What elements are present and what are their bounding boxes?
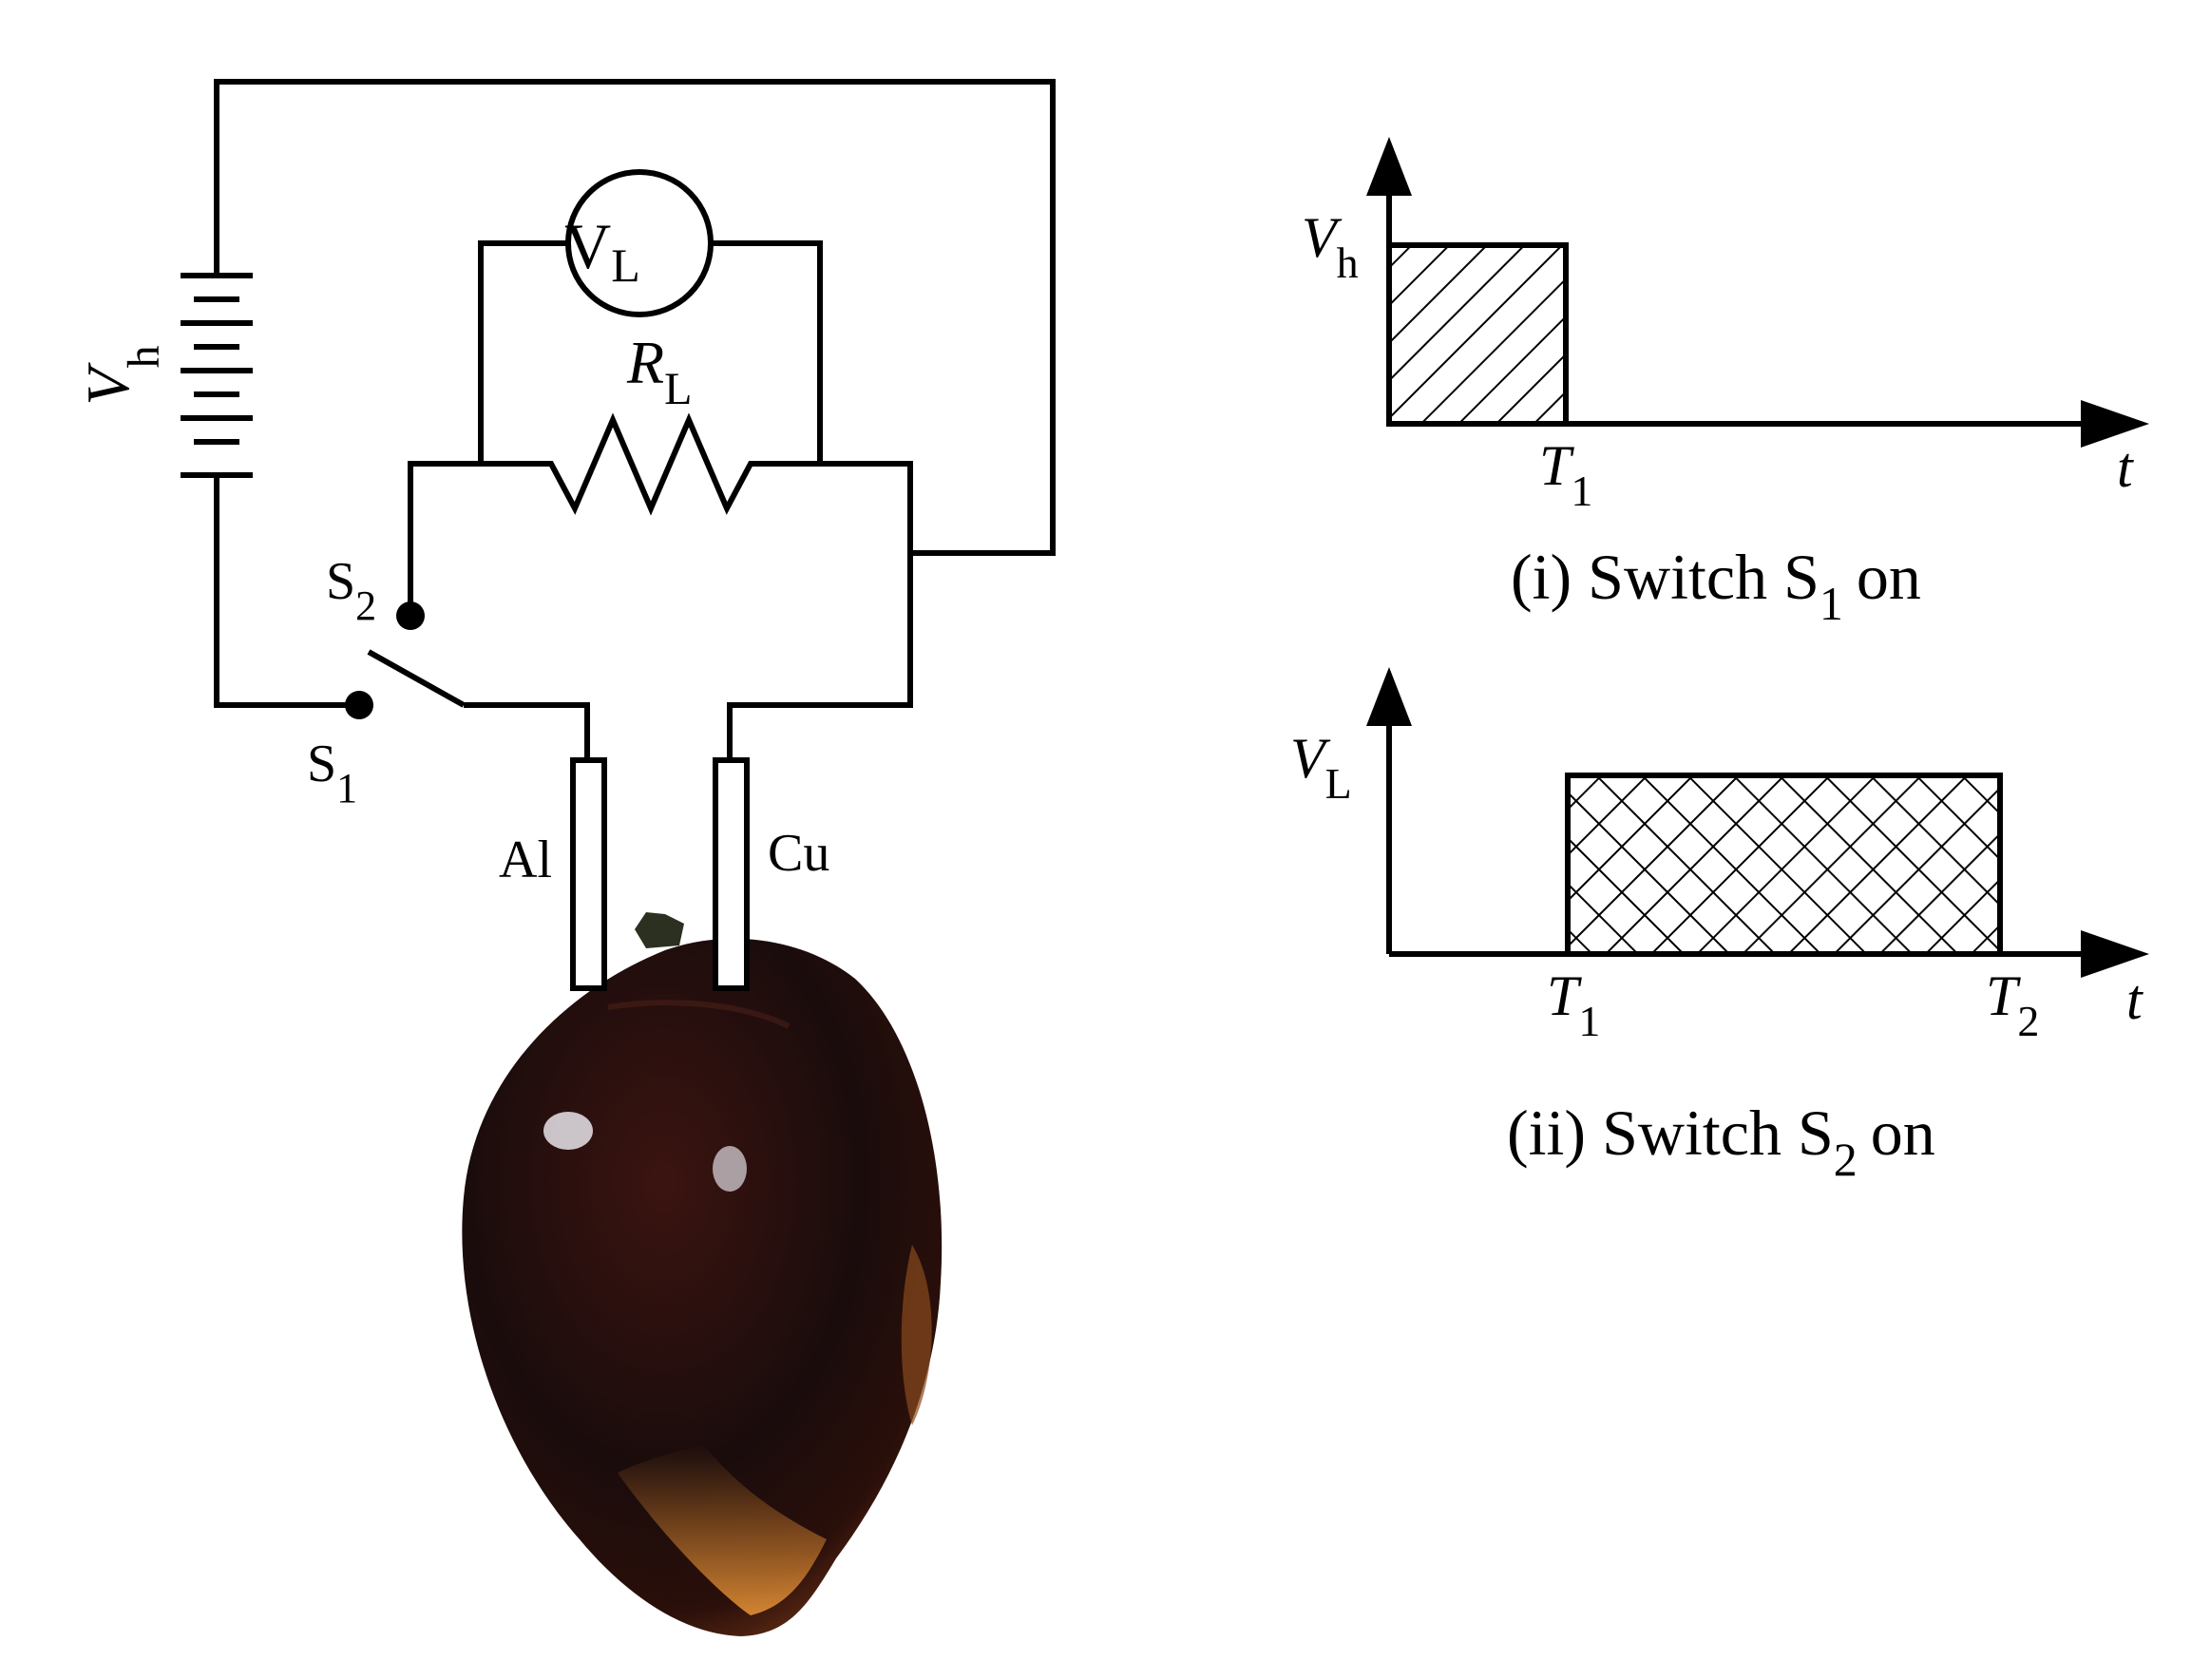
- svg-text:Vh: Vh: [74, 345, 169, 405]
- al-electrode: [570, 757, 607, 991]
- voltmeter-left-wire: [478, 240, 568, 464]
- cu-electrode: [713, 757, 750, 991]
- graph-ii-t2-label: T2: [1986, 964, 2039, 1045]
- graph-i-x-arrow-icon: [2081, 400, 2149, 448]
- battery-icon: [181, 273, 253, 478]
- cu-label: Cu: [768, 824, 829, 883]
- graph-ii-y-label: VL: [1290, 727, 1352, 808]
- graph-ii-pulse: [1565, 773, 2003, 957]
- al-label: Al: [499, 830, 552, 889]
- switch-to-al-wire: [464, 702, 590, 760]
- graph-ii-y-arrow-icon: [1366, 667, 1412, 726]
- graph-ii-x-arrow-icon: [2081, 930, 2149, 978]
- resistor-label: RL: [626, 329, 692, 414]
- graph-i-y-arrow-icon: [1366, 137, 1412, 196]
- palm-fruit: [462, 912, 943, 1636]
- switch-arm: [367, 649, 466, 708]
- graph-ii-t-label: t: [2126, 968, 2143, 1031]
- graph-i-t1-label: T1: [1539, 434, 1592, 515]
- resistor-zigzag: [537, 412, 768, 516]
- graph-ii-t1-label: T1: [1547, 964, 1600, 1045]
- circuit-wires: [214, 79, 1056, 760]
- switch-s2-contact: [396, 601, 425, 630]
- voltmeter-right-wire: [711, 240, 823, 464]
- resistor-to-cu-wire: [727, 461, 913, 760]
- switch-s1-contact: [345, 691, 373, 719]
- voltmeter-label: VL: [564, 210, 640, 292]
- graph-i-pulse: [1386, 242, 1569, 427]
- battery-label: Vh: [74, 345, 169, 405]
- s2-to-resistor-wire: [408, 461, 537, 616]
- outer-wire: [214, 79, 1056, 556]
- switch-s1-label: S1: [307, 735, 357, 811]
- graph-i-y-label: Vh: [1302, 206, 1359, 287]
- battery-to-s1-wire: [214, 475, 359, 708]
- graph-i-t-label: t: [2117, 436, 2134, 499]
- voltmeter-icon: [565, 169, 714, 317]
- switch-s2-label: S2: [326, 552, 376, 629]
